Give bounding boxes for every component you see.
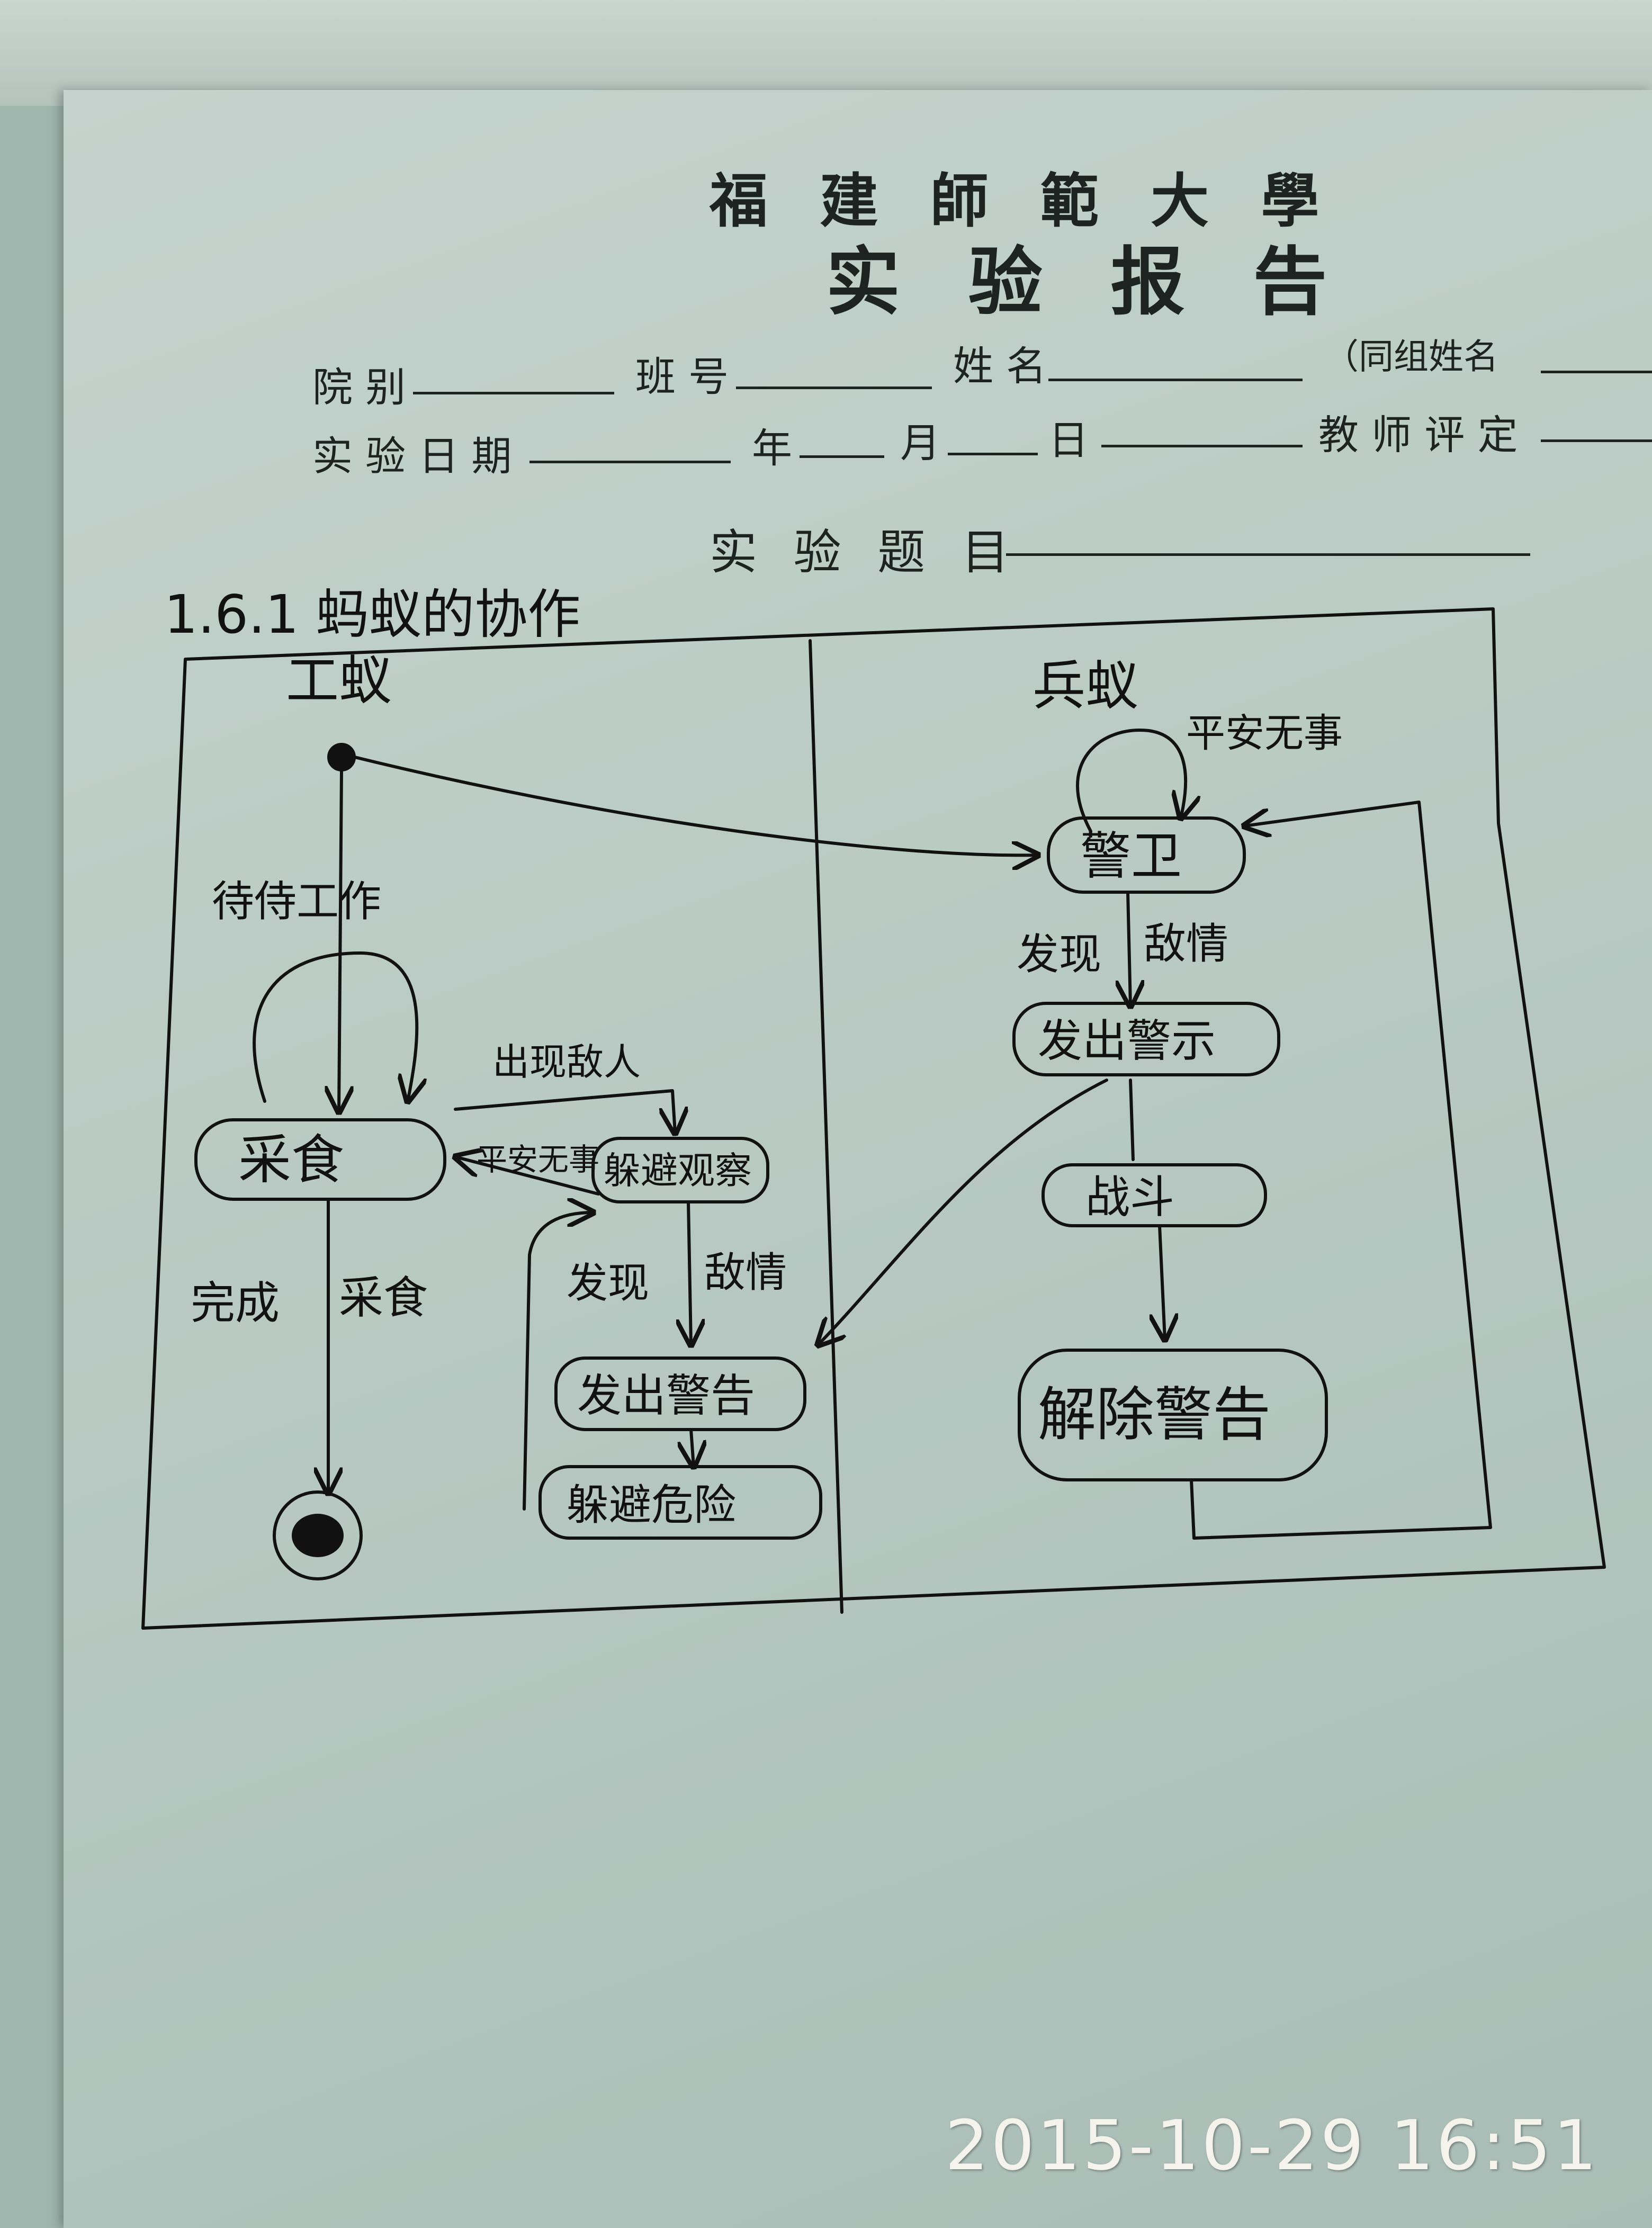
group-name-field[interactable] <box>1541 371 1652 373</box>
label-enemy-right: 敌情 <box>1144 919 1228 968</box>
node-patrol <box>1047 816 1246 894</box>
edge-start-patrol <box>353 756 1038 855</box>
report-sheet: 福 建 師 範 大 學 实 验 报 告 院 别 班 号 姓 名 （同组姓名 实 … <box>64 90 1652 2228</box>
node-label-forage: 采食 <box>238 1129 344 1191</box>
node-label-cancel: 解除警告 <box>1038 1381 1271 1449</box>
name-field[interactable] <box>1048 379 1303 381</box>
node-label-warn-left: 发出警告 <box>577 1370 755 1422</box>
lane-label-worker: 工蚁 <box>286 650 392 712</box>
class-field[interactable] <box>736 387 932 389</box>
node-avoid <box>538 1465 822 1540</box>
label-enemy-appears: 出现敌人 <box>492 1040 641 1084</box>
diagram-frame <box>141 607 1606 1630</box>
edge-warn-right-left <box>818 1079 1108 1345</box>
self-loop-patrol <box>1076 729 1186 833</box>
edge-forage-evade <box>454 1089 675 1133</box>
label-forage-edge: 采食 <box>339 1272 428 1324</box>
topic-label: 实 验 题 目 <box>710 525 1020 580</box>
name-label: 姓 名 <box>953 343 1047 390</box>
month-label: 月 <box>900 419 940 466</box>
date-field[interactable] <box>529 461 731 463</box>
edge-evade-warn <box>688 1200 691 1345</box>
diagram-title: 1.6.1 蚂蚁的协作 <box>164 583 580 645</box>
node-fight <box>1042 1163 1267 1227</box>
node-cancel <box>1018 1349 1328 1481</box>
label-wait-work: 待侍工作 <box>212 877 381 926</box>
edge-patrol-warn <box>1128 891 1130 1006</box>
final-node <box>273 1490 363 1580</box>
initial-node <box>327 743 356 771</box>
label-safe-right: 平安无事 <box>1186 711 1343 756</box>
node-warn-left <box>554 1356 806 1431</box>
college-label: 院 别 <box>312 364 406 411</box>
node-forage <box>194 1118 446 1201</box>
edge-evade-forage <box>455 1157 600 1196</box>
group-name-label: （同组姓名 <box>1324 336 1498 377</box>
teacher-label: 教 师 评 定 <box>1318 411 1518 459</box>
underlying-page <box>0 0 1652 106</box>
node-label-patrol: 警卫 <box>1080 826 1182 886</box>
lane-divider <box>809 639 843 1614</box>
photo-timestamp: 2015-10-29 16:51 <box>945 2105 1599 2186</box>
node-label-evade: 躲避观察 <box>604 1149 752 1192</box>
lane-label-soldier: 兵蚁 <box>1032 655 1138 717</box>
teacher-field[interactable] <box>1541 439 1652 442</box>
edge-fight-cancel <box>1160 1224 1165 1340</box>
node-label-fight: 战斗 <box>1085 1171 1174 1223</box>
label-enemy-left: 敌情 <box>704 1249 787 1297</box>
class-label: 班 号 <box>635 353 729 400</box>
date-label: 实 验 日 期 <box>312 433 512 480</box>
node-label-avoid: 躲避危险 <box>567 1480 736 1530</box>
node-evade <box>591 1137 769 1203</box>
label-find-right: 发现 <box>1017 930 1101 979</box>
edge-warn-fight <box>1129 1079 1135 1161</box>
topic-field[interactable] <box>1006 553 1530 556</box>
label-done: 完成 <box>191 1277 280 1329</box>
report-title: 实 验 报 告 <box>826 239 1349 326</box>
edge-avoid-evade <box>523 1212 593 1511</box>
node-label-warn-right: 发出警示 <box>1038 1015 1216 1067</box>
year-label: 年 <box>752 425 792 472</box>
label-find-left: 发现 <box>567 1260 649 1307</box>
final-node-core <box>292 1514 344 1557</box>
edge-warn-avoid <box>691 1428 694 1467</box>
node-warn-right <box>1012 1002 1280 1076</box>
college-field[interactable] <box>413 392 614 394</box>
self-loop-forage <box>253 951 417 1101</box>
edge-start-forage <box>339 769 342 1112</box>
edge-cancel-patrol <box>1190 801 1492 1540</box>
university-name: 福 建 師 範 大 學 <box>710 167 1335 235</box>
year-field[interactable] <box>800 455 884 458</box>
day-label: 日 <box>1048 417 1089 464</box>
day-field[interactable] <box>1101 445 1303 447</box>
month-field[interactable] <box>948 453 1038 455</box>
label-safe-left: 平安无事 <box>477 1142 599 1178</box>
